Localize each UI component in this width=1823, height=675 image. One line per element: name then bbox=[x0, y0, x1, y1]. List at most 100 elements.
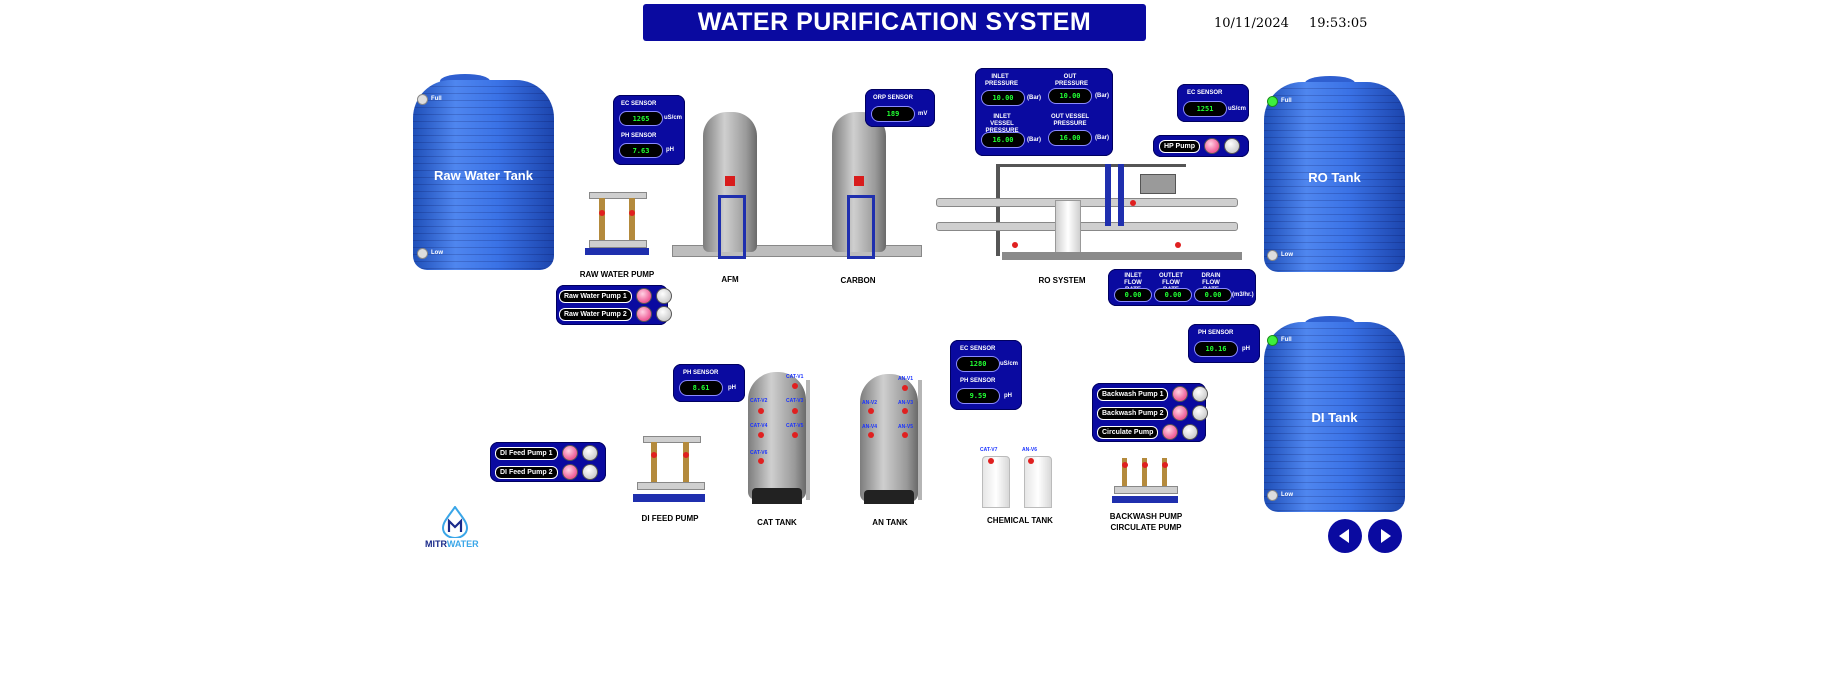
carbon-frame bbox=[847, 195, 875, 259]
cat-v6-tag: CAT-V6 bbox=[750, 450, 768, 456]
di-feed-pump-1-button[interactable]: DI Feed Pump 1 bbox=[495, 446, 558, 460]
raw-pump-1-toggle[interactable] bbox=[655, 288, 672, 304]
orp-display: 189 bbox=[871, 106, 915, 122]
backwash-pump-1-status-light bbox=[1172, 386, 1189, 402]
hp-pump-toggle[interactable] bbox=[1224, 138, 1240, 154]
ro-tank-full-indicator bbox=[1267, 96, 1278, 107]
raw-ph-unit: pH bbox=[666, 147, 674, 153]
mid-ec-display: 1280 bbox=[956, 356, 1000, 372]
page-title: WATER PURIFICATION SYSTEM bbox=[643, 4, 1146, 41]
backwash-pump-2-button[interactable]: Backwash Pump 2 bbox=[1097, 406, 1169, 420]
an-tank-base bbox=[864, 490, 914, 504]
inlet-pressure-label: INLET PRESSURE bbox=[985, 74, 1019, 87]
arrow-right-icon bbox=[1381, 529, 1391, 543]
raw-pump-2-toggle[interactable] bbox=[655, 306, 672, 322]
an-v6-tag: AN-V6 bbox=[1022, 447, 1038, 453]
flow-unit: (m3/hr.) bbox=[1232, 292, 1254, 298]
di-tank-low-indicator bbox=[1267, 490, 1278, 501]
out-vessel-pressure-unit: (Bar) bbox=[1095, 135, 1110, 141]
cat-tank-base bbox=[752, 488, 802, 504]
out-vessel-pressure-display: 16.00 bbox=[1048, 130, 1092, 146]
backwash-pump-2-toggle[interactable] bbox=[1192, 405, 1209, 421]
di-ph-label: PH SENSOR bbox=[1198, 330, 1234, 336]
raw-tank-label: Raw Water Tank bbox=[434, 167, 533, 183]
pressure-panel: INLET PRESSURE 10.00 (Bar) OUT PRESSURE … bbox=[975, 68, 1113, 156]
circulate-pump-status-light bbox=[1162, 424, 1179, 440]
mid-ph-label: PH SENSOR bbox=[960, 378, 996, 384]
orp-label: ORP SENSOR bbox=[873, 95, 913, 101]
raw-pump-1-status-light bbox=[635, 288, 652, 304]
cat-v3-tag: CAT-V3 bbox=[786, 398, 804, 404]
inlet-flow-display: 0.00 bbox=[1114, 288, 1152, 302]
hp-pump-status-light bbox=[1204, 138, 1220, 154]
ro-tank-full-label: Full bbox=[1281, 98, 1292, 104]
mid-ph-display: 9.59 bbox=[956, 388, 1000, 404]
raw-ph-display: 7.63 bbox=[619, 143, 663, 158]
cat-ph-display: 8.61 bbox=[679, 380, 723, 396]
raw-pump-2-row: Raw Water Pump 2 bbox=[559, 306, 672, 322]
ro-ec-unit: uS/cm bbox=[1228, 106, 1247, 112]
raw-tank-full-label: Full bbox=[431, 96, 442, 102]
hp-pump-button[interactable]: HP Pump bbox=[1159, 139, 1200, 153]
ro-ec-label: EC SENSOR bbox=[1187, 90, 1223, 96]
di-feed-pump-2-toggle[interactable] bbox=[581, 464, 598, 480]
backwash-pump-label: BACKWASH PUMP bbox=[1109, 512, 1183, 521]
cat-ph-sensor-panel: PH SENSOR 8.61 pH bbox=[673, 364, 745, 402]
di-feed-pump-2-row: DI Feed Pump 2 bbox=[495, 464, 598, 480]
orp-sensor-panel: ORP SENSOR 189 mV bbox=[865, 89, 935, 127]
carbon-label: CARBON bbox=[840, 276, 876, 285]
ro-ec-sensor-panel: EC SENSOR 1251 uS/cm bbox=[1177, 84, 1249, 122]
raw-water-pump-2-button[interactable]: Raw Water Pump 2 bbox=[559, 307, 632, 321]
backwash-pump-1-button[interactable]: Backwash Pump 1 bbox=[1097, 387, 1169, 401]
di-ph-sensor-panel: PH SENSOR 10.16 pH bbox=[1188, 324, 1260, 363]
an-v5-tag: AN-V5 bbox=[898, 424, 914, 430]
di-feed-pump-2-button[interactable]: DI Feed Pump 2 bbox=[495, 465, 558, 479]
orp-unit: mV bbox=[918, 111, 928, 117]
mid-ph-unit: pH bbox=[1004, 393, 1012, 399]
di-tank-full-label: Full bbox=[1281, 337, 1292, 343]
an-tank-pipe bbox=[918, 380, 922, 500]
raw-water-pump-1-button[interactable]: Raw Water Pump 1 bbox=[559, 289, 632, 303]
cat-tank-label: CAT TANK bbox=[757, 518, 797, 527]
circulate-pump-row: Circulate Pump bbox=[1097, 424, 1199, 440]
carbon-valve bbox=[854, 176, 864, 186]
di-feed-pump-1-toggle[interactable] bbox=[581, 445, 598, 461]
an-v3-tag: AN-V3 bbox=[898, 400, 914, 406]
next-page-button[interactable] bbox=[1368, 519, 1402, 553]
raw-ph-label: PH SENSOR bbox=[621, 133, 657, 139]
an-v2-tag: AN-V2 bbox=[862, 400, 878, 406]
circulate-pump-button[interactable]: Circulate Pump bbox=[1097, 425, 1159, 439]
out-pressure-display: 10.00 bbox=[1048, 88, 1092, 104]
raw-pump-2-status-light bbox=[635, 306, 652, 322]
raw-pump-1-row: Raw Water Pump 1 bbox=[559, 288, 672, 304]
raw-ec-label: EC SENSOR bbox=[621, 101, 657, 107]
out-pressure-unit: (Bar) bbox=[1095, 93, 1110, 99]
mitr-water-logo: MITRWATER bbox=[425, 506, 485, 550]
mid-ec-label: EC SENSOR bbox=[960, 346, 996, 352]
circulate-pump-toggle[interactable] bbox=[1182, 424, 1199, 440]
chemical-tank-label: CHEMICAL TANK bbox=[987, 516, 1053, 525]
afm-valve bbox=[725, 176, 735, 186]
afm-label: AFM bbox=[721, 275, 739, 284]
mid-sensor-panel: EC SENSOR 1280 uS/cm PH SENSOR 9.59 pH bbox=[950, 340, 1022, 410]
water-drop-icon bbox=[441, 506, 469, 538]
raw-water-pump-graphic bbox=[585, 190, 650, 265]
cat-v4-tag: CAT-V4 bbox=[750, 423, 768, 429]
inlet-vessel-pressure-unit: (Bar) bbox=[1027, 137, 1042, 143]
ro-tank: RO Tank bbox=[1264, 82, 1405, 272]
di-tank-low-label: Low bbox=[1281, 492, 1293, 498]
drain-flow-display: 0.00 bbox=[1194, 288, 1232, 302]
previous-page-button[interactable] bbox=[1328, 519, 1362, 553]
inlet-vessel-pressure-label: INLET VESSEL PRESSURE bbox=[985, 114, 1019, 134]
ro-ec-display: 1251 bbox=[1183, 101, 1227, 117]
logo-text-mitr: MITR bbox=[425, 539, 447, 549]
time-display: 19:53:05 bbox=[1309, 16, 1368, 31]
ro-tank-low-indicator bbox=[1267, 250, 1278, 261]
di-ph-display: 10.16 bbox=[1194, 341, 1238, 357]
ro-system-label: RO SYSTEM bbox=[1038, 276, 1086, 285]
di-ph-unit: pH bbox=[1242, 346, 1250, 352]
circulate-pump-label: CIRCULATE PUMP bbox=[1110, 523, 1182, 532]
backwash-pump-1-toggle[interactable] bbox=[1192, 386, 1209, 402]
cat-ph-label: PH SENSOR bbox=[683, 370, 719, 376]
mid-ec-unit: uS/cm bbox=[1000, 361, 1019, 367]
